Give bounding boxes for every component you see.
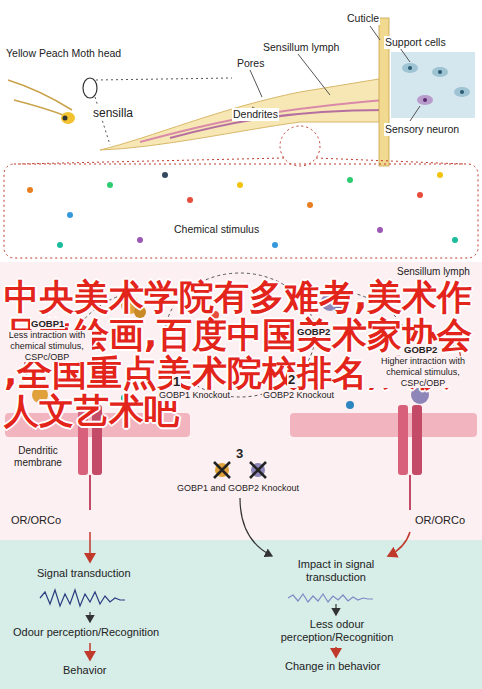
protein-label: GOBP2 — [296, 326, 331, 337]
step-label: Impact in signal transduction — [280, 558, 392, 584]
cell — [402, 63, 418, 73]
knockout-cross — [250, 462, 266, 478]
part-label: Dendritic membrane — [6, 445, 70, 469]
callout-number: 2 — [287, 372, 296, 388]
signal-wave — [40, 590, 125, 606]
condition-label: GOBP2 Knockout — [262, 390, 335, 401]
gobp1-protein — [215, 463, 229, 477]
dot — [107, 182, 113, 188]
dot — [67, 212, 73, 218]
dot — [272, 242, 278, 248]
step-label: Change in behavior — [284, 660, 381, 673]
part-label: Sensory neuron — [384, 123, 460, 136]
part-label: Dendrites — [232, 108, 279, 121]
note-text: Higher intraction with chemical stimulus… — [368, 356, 478, 388]
part-label: Chemical stimulus — [173, 223, 260, 236]
moth-head — [61, 112, 75, 124]
callout-number: 3 — [235, 446, 244, 462]
nucleus — [408, 66, 412, 70]
receptor — [398, 405, 408, 475]
dot — [307, 202, 313, 208]
receptor-stem — [89, 475, 91, 510]
zoom-line — [95, 97, 110, 145]
dot — [237, 182, 243, 188]
nucleus — [423, 98, 427, 102]
leader-line — [410, 106, 420, 121]
step-label: Signal transduction — [36, 567, 132, 580]
teal-band — [0, 540, 482, 689]
part-label: Support cells — [384, 36, 447, 49]
part-label: Yellow Peach Moth head — [5, 47, 122, 60]
receptor-stem — [409, 475, 411, 510]
part-label: Sensillum lymph — [396, 266, 471, 278]
cell — [432, 67, 448, 77]
ligand — [346, 401, 354, 409]
zoom-circle — [280, 126, 320, 166]
dendrite — [140, 100, 385, 142]
step-label: Less odour perception/Recognition — [276, 618, 398, 644]
step-label: Behavior — [62, 664, 107, 677]
flow-arrow — [240, 498, 272, 556]
nucleus — [460, 90, 464, 94]
receptor — [412, 405, 422, 475]
part-label: Pores — [236, 57, 265, 70]
signal-wave — [288, 594, 373, 602]
receptor-label: OR/ORCo — [10, 514, 62, 527]
protein-label: GOBP2 — [403, 344, 438, 355]
leader-line — [400, 48, 410, 62]
flow-arrow — [89, 643, 91, 660]
moth-eye — [63, 116, 68, 121]
dot — [437, 172, 443, 178]
condition-label: GOBP1 Knockout — [158, 390, 231, 401]
leader-line — [250, 70, 262, 97]
dot — [162, 172, 168, 178]
gobp2-protein — [251, 463, 265, 477]
dot — [57, 242, 63, 248]
flow-arrow — [335, 647, 337, 657]
condition-label: GOBP1 and GOBP2 Knockout — [176, 483, 300, 494]
dot — [187, 197, 193, 203]
zoom-line — [18, 158, 284, 164]
stimulus-dots — [27, 172, 458, 248]
knockout-cross — [214, 462, 230, 478]
antenna — [8, 80, 72, 110]
part-label: sensilla — [92, 106, 134, 120]
part-label: Sensillum lymph — [262, 41, 340, 54]
sensillum — [100, 78, 385, 150]
protein-label: GOBP1 — [30, 318, 65, 329]
callout-number: 1 — [172, 374, 181, 390]
zoom-line — [316, 158, 464, 164]
flow-arrow — [388, 532, 410, 556]
dot — [137, 237, 143, 243]
cell — [454, 87, 470, 97]
nucleus — [438, 70, 442, 74]
flow-arrow — [89, 612, 90, 622]
flow-arrow — [335, 604, 336, 615]
support-cells — [391, 52, 475, 118]
dot — [347, 177, 353, 183]
dot — [417, 192, 423, 198]
leader-line — [298, 54, 330, 95]
step-label: Odour perception/Recognition — [12, 626, 160, 639]
zoom-oval — [83, 78, 97, 98]
dendritic-membrane — [290, 413, 477, 437]
dot — [27, 187, 33, 193]
cell — [417, 95, 433, 105]
receptor-label: OR/ORCo — [414, 514, 466, 527]
leader-line — [370, 26, 380, 40]
zoom-box — [4, 164, 478, 258]
zoom-line — [96, 78, 232, 80]
pink-ground — [0, 262, 482, 542]
dot — [452, 237, 458, 243]
note-text: Less intraction with chemical stimulus, … — [2, 330, 92, 362]
part-label: Cuticle — [346, 12, 380, 25]
dot — [377, 227, 383, 233]
flow-arrow — [89, 532, 91, 562]
antenna — [14, 100, 66, 116]
